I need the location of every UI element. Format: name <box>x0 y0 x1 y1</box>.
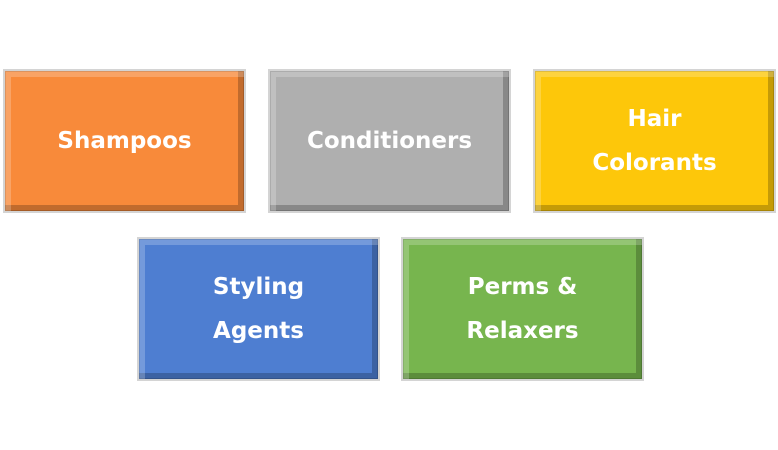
box-label: Shampoos <box>57 128 192 154</box>
box-perms-relaxers: Perms & Relaxers <box>401 237 644 381</box>
box-label: Perms & Relaxers <box>466 274 579 344</box>
box-label: Styling Agents <box>212 274 305 344</box>
box-conditioners: Conditioners <box>268 69 511 213</box>
box-label: Hair Colorants <box>592 106 717 176</box>
box-shampoos: Shampoos <box>3 69 246 213</box>
box-styling-agents: Styling Agents <box>137 237 380 381</box>
box-hair-colorants: Hair Colorants <box>533 69 776 213</box>
box-label: Conditioners <box>306 128 473 154</box>
